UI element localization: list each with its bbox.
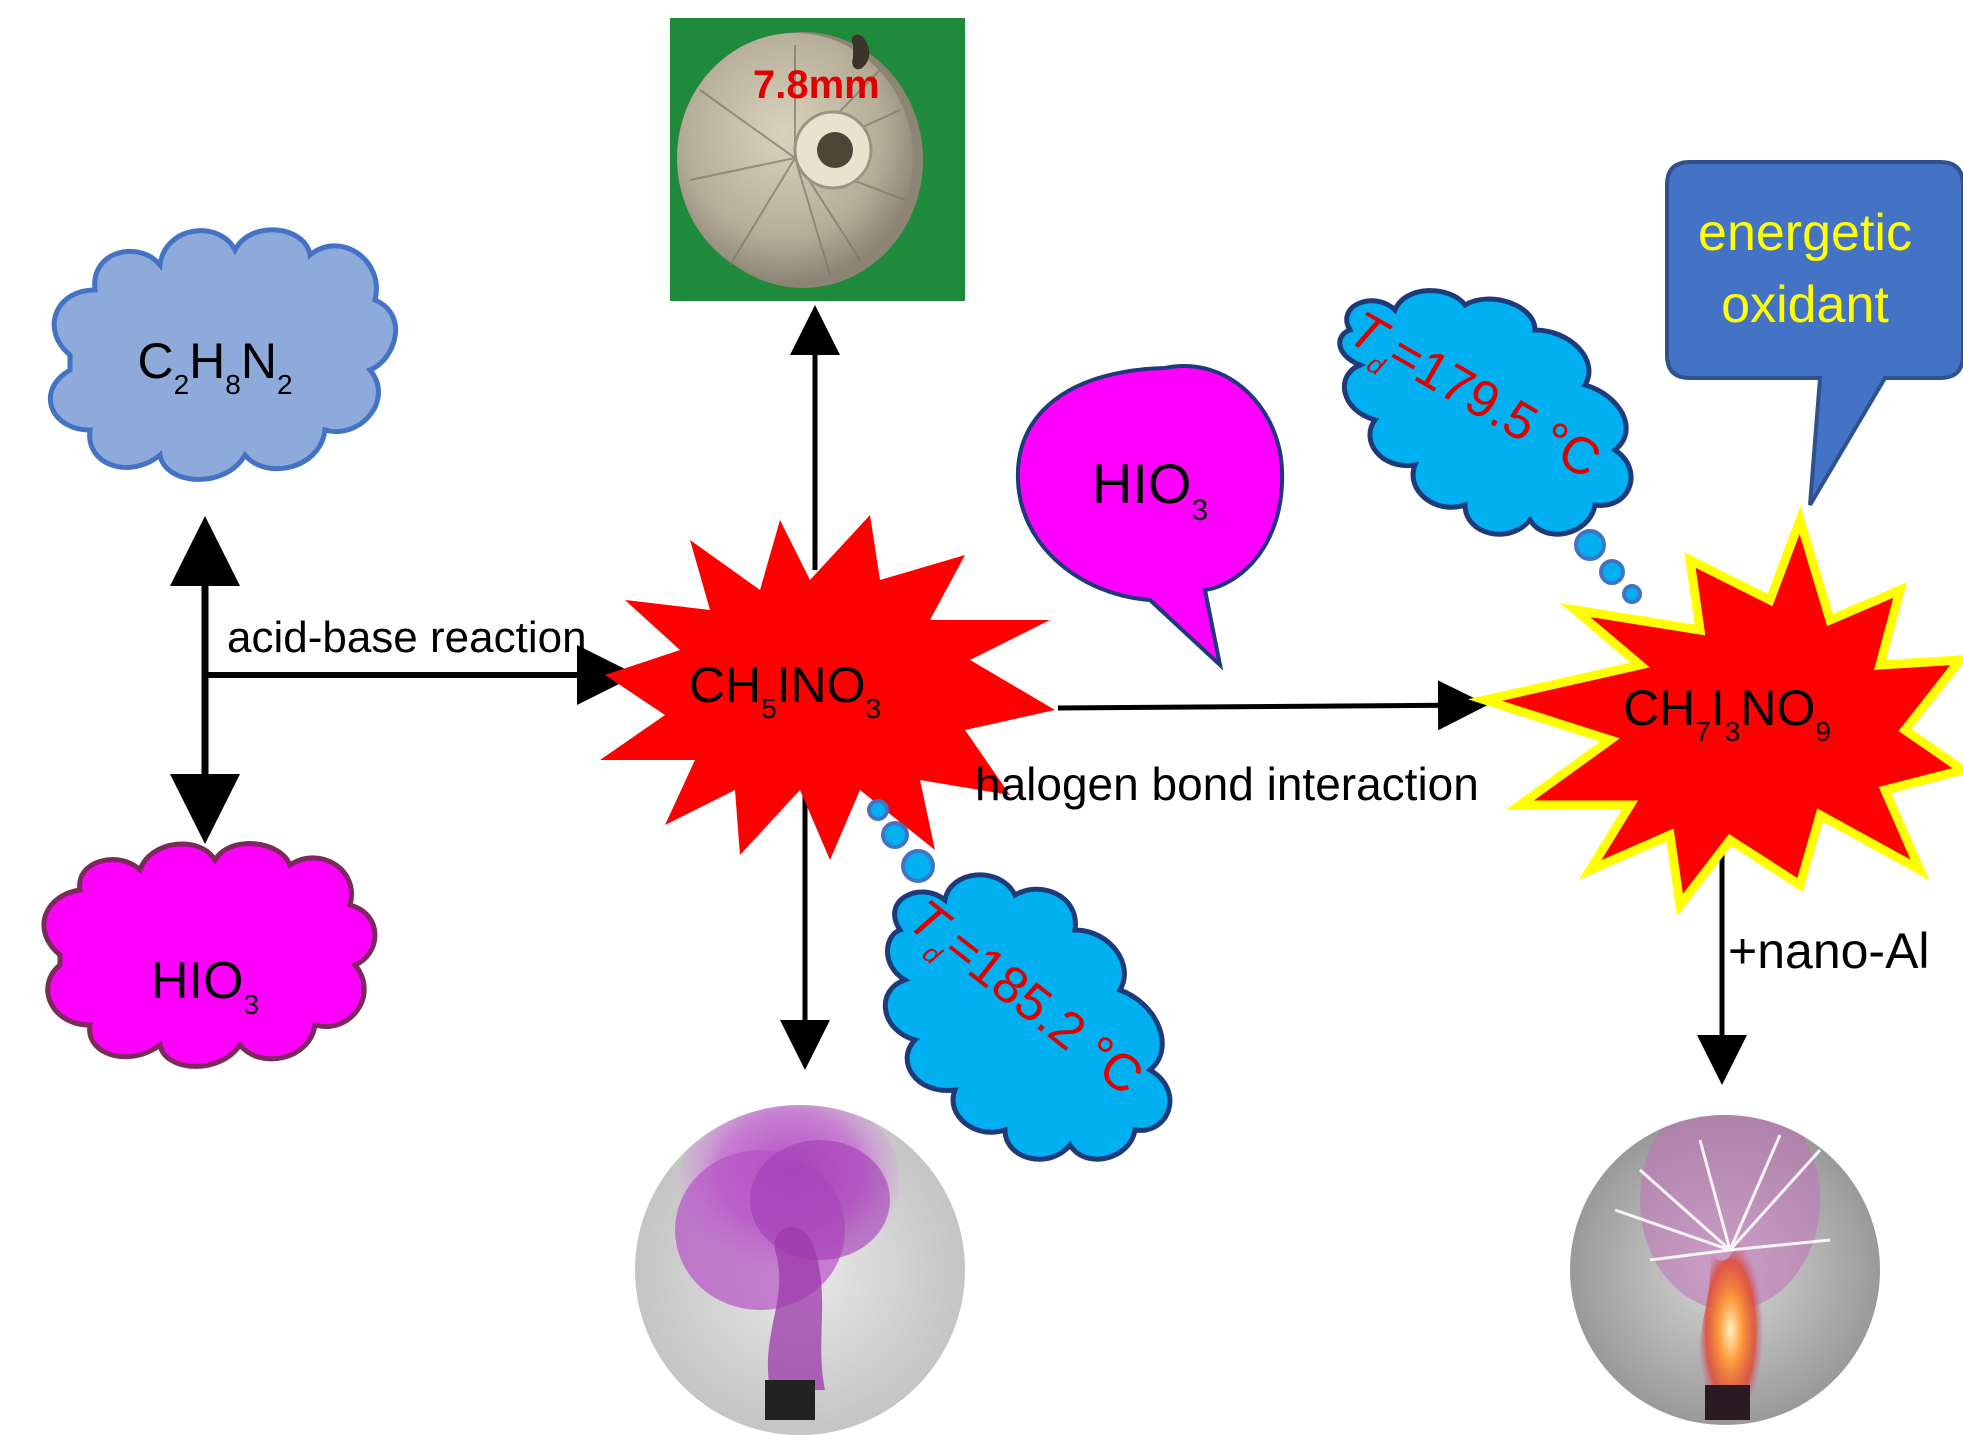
- svg-text:HIO3: HIO3: [151, 952, 259, 1020]
- intermediate-burst: CH5INO3: [600, 515, 1055, 860]
- svg-text:CH7I3NO9: CH7I3NO9: [1623, 680, 1831, 747]
- pellet-photo: 7.8mm: [670, 18, 965, 301]
- product-formula-no: NO: [1740, 680, 1815, 736]
- bubble-formula-sub: 3: [1191, 494, 1208, 527]
- halogen-bond-label: halogen bond interaction: [975, 758, 1479, 810]
- pellet-size-label: 7.8mm: [753, 63, 880, 107]
- purple-smoke-photo: [635, 1105, 965, 1435]
- nano-al-label: +nano-Al: [1728, 923, 1930, 979]
- product-formula-sub7: 7: [1695, 716, 1711, 747]
- amine-cloud: C2H8N2: [47, 227, 398, 482]
- intermediate-formula-sub3: 3: [866, 693, 882, 724]
- acid-formula-sub: 3: [243, 989, 259, 1020]
- product-formula-sub3: 3: [1725, 716, 1741, 747]
- amine-formula-c: C: [137, 333, 173, 389]
- intermediate-formula-ch: CH: [689, 657, 761, 713]
- amine-formula-n: N: [241, 333, 277, 389]
- intermediate-thought-dots: [867, 799, 935, 883]
- product-formula-ch: CH: [1623, 680, 1695, 736]
- amine-formula-sub8: 8: [225, 369, 241, 400]
- product-td-cloud: Td=179.5 °C: [1337, 288, 1634, 537]
- product-thought-dots: [1574, 529, 1642, 604]
- amine-formula-sub2b: 2: [277, 369, 293, 400]
- energetic-text-1: energetic: [1698, 204, 1912, 262]
- intermediate-formula-ino: INO: [777, 657, 866, 713]
- amine-formula-h: H: [189, 333, 225, 389]
- bubble-formula: HIO: [1092, 452, 1192, 515]
- product-formula-sub9: 9: [1815, 716, 1831, 747]
- svg-text:C2H8N2: C2H8N2: [137, 333, 292, 400]
- acid-base-label: acid-base reaction: [227, 613, 587, 662]
- acid-formula: HIO: [151, 952, 243, 1010]
- energetic-oxidant-callout: energetic oxidant: [1665, 160, 1963, 507]
- product-formula-i: I: [1711, 680, 1725, 736]
- halogen-bond-arrow: [1057, 680, 1488, 731]
- amine-formula-sub2: 2: [174, 369, 190, 400]
- acid-cloud: HIO3: [41, 841, 378, 1069]
- intermediate-formula-sub5: 5: [761, 693, 777, 724]
- intermediate-td-cloud: Td=185.2 °C: [882, 872, 1173, 1162]
- pellet-marker-icon: [851, 34, 870, 70]
- product-burst: CH7I3NO9: [1467, 505, 1963, 917]
- energetic-text-2: oxidant: [1721, 276, 1889, 334]
- hio3-speech-bubble: HIO3: [1015, 364, 1285, 671]
- fire-sparks-photo: [1570, 1115, 1880, 1425]
- svg-text:CH5INO3: CH5INO3: [689, 657, 881, 724]
- svg-text:HIO3: HIO3: [1092, 452, 1208, 527]
